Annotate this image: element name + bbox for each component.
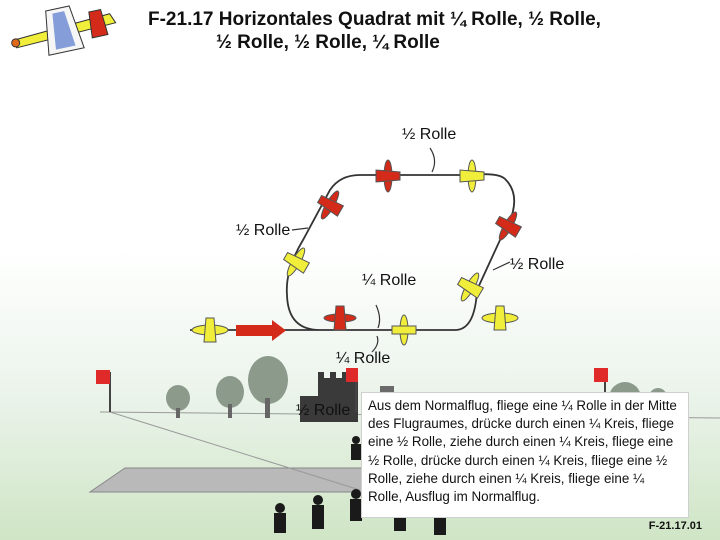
title-line-1: F-21.17 Horizontales Quadrat mit ¼ Rolle… (148, 9, 601, 30)
plane-icon (192, 318, 228, 342)
label-mid-quarter-roll: ¼ Rolle (362, 272, 416, 290)
label-right-half-roll: ½ Rolle (510, 256, 564, 274)
label-bottom-quarter-roll: ¼ Rolle (336, 350, 390, 368)
maneuver-description: Aus dem Normalflug, fliege eine ¼ Rolle … (361, 392, 689, 518)
label-left-half-roll: ½ Rolle (236, 222, 290, 240)
label-top-half-roll: ½ Rolle (402, 126, 456, 144)
label-ground-half-roll: ½ Rolle (296, 402, 350, 420)
plane-icon (376, 160, 400, 192)
flight-path (190, 174, 514, 330)
plane-icon (482, 306, 518, 330)
plane-icon (392, 315, 416, 345)
plane-icon (324, 306, 356, 330)
entry-arrow (236, 320, 286, 341)
airplane-logo-icon (7, 0, 120, 62)
plane-icon (490, 206, 527, 246)
title-line-2: ½ Rolle, ½ Rolle, ¼ Rolle (148, 31, 668, 54)
page-title: F-21.17 Horizontales Quadrat mit ¼ Rolle… (148, 8, 668, 54)
plane-icon (278, 242, 315, 282)
plane-icon (452, 267, 489, 307)
figure-code: F-21.17.01 (649, 520, 702, 532)
flag-icon (96, 370, 110, 412)
plane-icon (460, 160, 484, 192)
